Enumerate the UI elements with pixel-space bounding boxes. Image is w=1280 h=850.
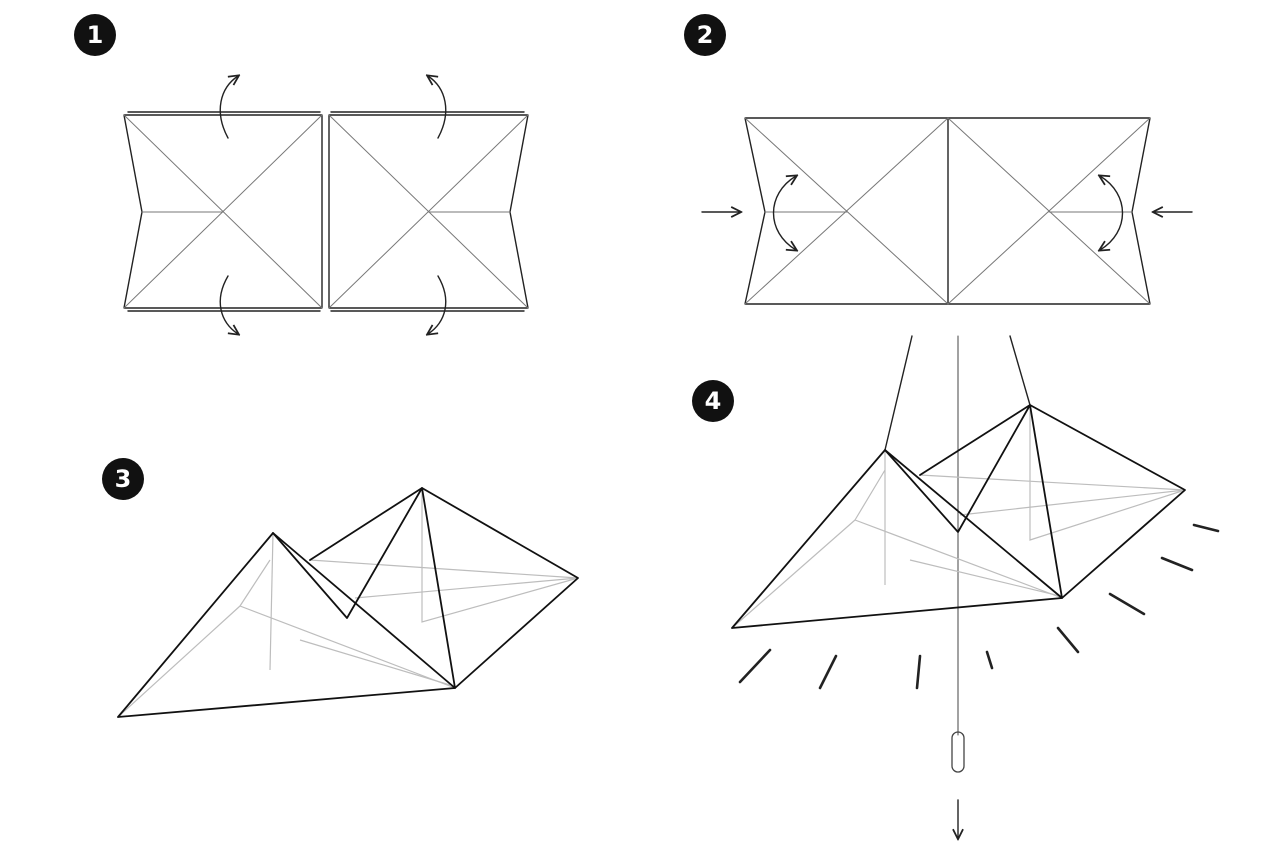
- light-rays: [738, 523, 1220, 690]
- step-1-right-panel: [328, 111, 529, 312]
- step-3-number: 3: [114, 465, 132, 493]
- step-4-hanging-shade: [731, 335, 1220, 838]
- step-2-badge: 2: [684, 14, 726, 56]
- suspension-cable: [1009, 335, 1031, 406]
- step-3-badge: 3: [102, 458, 144, 500]
- step-2-folded-sheet: [701, 117, 1193, 305]
- step-1-badge: 1: [74, 14, 116, 56]
- step-4-number: 4: [704, 387, 722, 415]
- fold-arrow-icon: [428, 275, 447, 334]
- fold-arrow-icon: [219, 76, 238, 139]
- fold-arrow-icon: [1100, 176, 1124, 250]
- step-4-badge: 4: [692, 380, 734, 422]
- step-3-folded-shade: [117, 487, 579, 718]
- pull-weight: [951, 731, 965, 773]
- step-1-left-panel: [123, 111, 323, 312]
- fold-arrow-icon: [428, 76, 447, 139]
- step-1-flat-sheet: [123, 76, 529, 334]
- step-1-number: 1: [86, 21, 104, 49]
- fold-arrow-icon: [219, 275, 238, 334]
- suspension-cable: [884, 335, 913, 451]
- fold-arrow-icon: [772, 176, 797, 250]
- step-2-number: 2: [696, 21, 714, 49]
